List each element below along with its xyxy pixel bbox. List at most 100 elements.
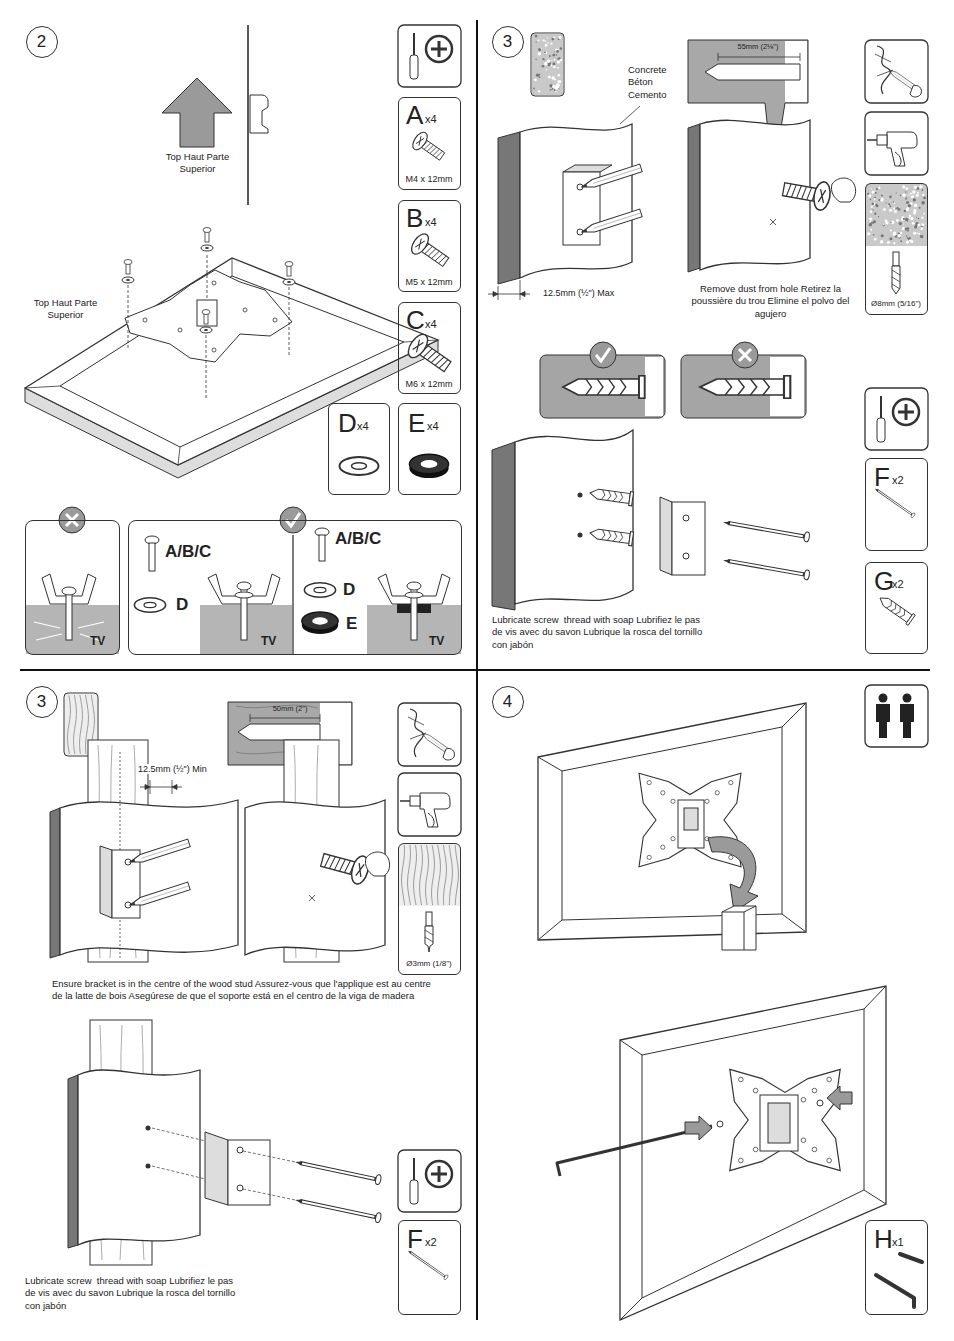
note-label: Lubricate screw thread with soap Lubrifi…	[492, 614, 705, 650]
text-slot: D	[338, 408, 357, 439]
node-text: D	[338, 408, 357, 439]
tv-front	[538, 703, 806, 950]
texture	[556, 54, 557, 55]
texture	[881, 234, 884, 237]
node-text: Ø8mm (5/16")	[871, 299, 921, 309]
texture	[914, 186, 917, 189]
note-label: 12.5mm (½") Max	[543, 288, 614, 298]
text-slot: D	[343, 580, 355, 600]
text-slot: 3	[493, 32, 522, 52]
texture	[899, 222, 902, 225]
texture	[906, 235, 907, 236]
label-slot: 50mm (2")	[255, 704, 325, 714]
texture	[916, 194, 919, 197]
texture	[558, 74, 561, 77]
label-slot: Remove dust from hole Retirez la poussiè…	[688, 283, 853, 320]
texture	[906, 208, 909, 211]
part-box: Ex4	[398, 403, 461, 495]
texture	[895, 208, 896, 209]
tv-front	[678, 800, 704, 848]
tool-box	[879, 694, 888, 703]
part-art	[876, 1275, 914, 1307]
note-label: 12.5mm (½") Min	[138, 764, 207, 774]
screw-set	[124, 260, 132, 275]
texture	[538, 52, 542, 56]
texture	[871, 191, 874, 194]
right-fit	[235, 592, 253, 598]
texture	[399, 844, 460, 906]
texture	[913, 212, 916, 215]
texture	[867, 232, 870, 235]
concrete-wall	[498, 132, 520, 284]
drill-bit	[892, 270, 900, 289]
mounting-plate	[143, 281, 277, 352]
drill-bit	[425, 926, 433, 952]
drill-bit	[425, 912, 433, 952]
texture	[893, 201, 894, 202]
wood-stud	[228, 1140, 270, 1205]
label-slot: Lubricate screw thread with soap Lubrifi…	[25, 1275, 240, 1312]
texture	[557, 58, 559, 60]
tool-box	[398, 25, 461, 87]
texture	[923, 213, 925, 215]
texture	[911, 195, 914, 198]
texture	[889, 205, 891, 207]
texture	[898, 232, 900, 234]
text-slot: A	[406, 100, 423, 131]
screw-set	[201, 245, 213, 251]
concrete-wall	[578, 533, 583, 538]
text-slot: 2	[27, 32, 56, 52]
texture	[536, 42, 537, 43]
node-text: x4	[425, 318, 437, 331]
tv-front	[557, 986, 886, 1320]
note-label: Concrete Béton Cemento	[628, 64, 669, 100]
anchor-check	[590, 342, 616, 368]
node-text: x4	[427, 420, 439, 433]
tv-front	[768, 1103, 790, 1143]
right-fit	[405, 592, 423, 598]
label-slot: Top Haut Parte Superior	[28, 297, 103, 322]
screw-set	[207, 255, 208, 300]
texture	[875, 189, 876, 190]
concrete-wall	[683, 515, 689, 521]
text-slot: D	[176, 595, 188, 615]
text-slot: G	[874, 566, 894, 597]
texture	[556, 83, 560, 87]
concrete-wall	[688, 120, 856, 272]
texture	[553, 37, 555, 39]
texture	[556, 50, 559, 53]
text-slot: x4	[425, 113, 437, 126]
wood-stud	[245, 800, 385, 955]
step-number-text: 4	[503, 692, 512, 712]
texture	[919, 185, 922, 188]
wall-hook-view	[247, 25, 249, 205]
texture	[420, 845, 423, 905]
texture	[880, 240, 883, 243]
wood-stud	[50, 808, 60, 958]
tv-front	[730, 1069, 840, 1170]
text-slot: Ø3mm (1/8")	[399, 959, 459, 969]
texture	[539, 74, 541, 76]
dimension	[488, 280, 530, 300]
wood-stud	[146, 1164, 151, 1169]
texture	[874, 191, 875, 192]
right-fit	[237, 582, 251, 590]
texture	[905, 227, 908, 230]
note-label: Ensure bracket is in the centre of the w…	[52, 978, 434, 1001]
texture	[552, 85, 555, 88]
texture	[914, 204, 918, 208]
node-text: H	[874, 1224, 893, 1255]
right-fit	[304, 583, 335, 597]
texture	[916, 217, 917, 218]
texture	[906, 197, 907, 198]
node-text: C	[406, 305, 425, 336]
concrete-wall	[672, 502, 705, 575]
tool-box	[398, 773, 461, 836]
texture	[449, 845, 452, 905]
screw-set	[200, 327, 212, 333]
texture	[544, 51, 547, 54]
texture	[914, 226, 917, 229]
tv-front	[538, 703, 806, 940]
texture	[874, 197, 876, 199]
